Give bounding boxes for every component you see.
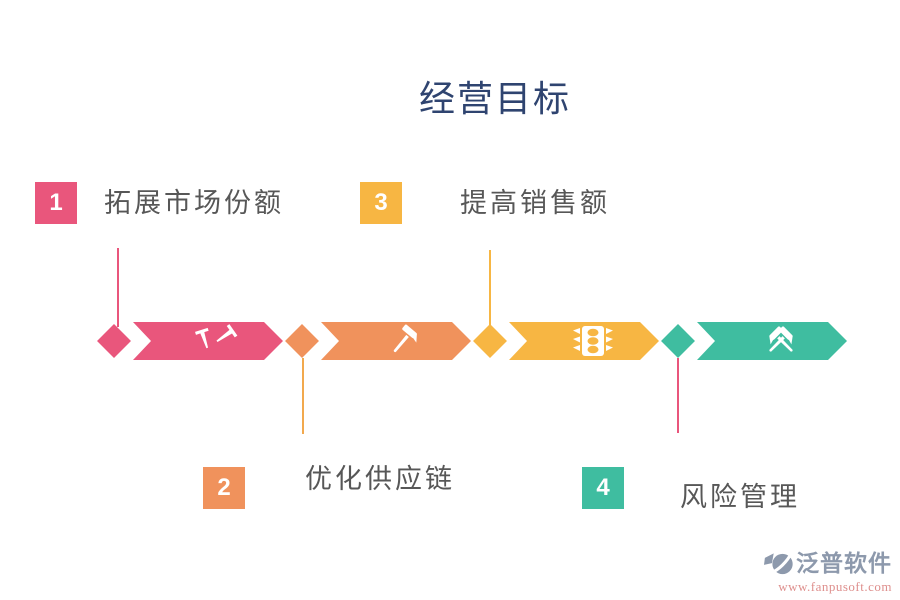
goal-4-connector-line bbox=[677, 358, 679, 433]
goal-4-label: 风险管理 bbox=[680, 482, 800, 512]
chevron-banner-2 bbox=[321, 322, 471, 360]
chevron-banner-4 bbox=[697, 322, 847, 360]
chevron-banner-3 bbox=[509, 322, 659, 360]
goal-2-connector-line bbox=[302, 358, 304, 434]
goal-1-connector-line bbox=[117, 248, 119, 327]
goal-3-label: 提高销售额 bbox=[460, 188, 610, 218]
goal-1-label: 拓展市场份额 bbox=[104, 188, 284, 218]
brand-logo-icon bbox=[764, 550, 794, 575]
goal-2-label: 优化供应链 bbox=[305, 464, 455, 494]
goal-3-number-badge: 3 bbox=[360, 182, 402, 224]
goal-3-connector-line bbox=[489, 250, 491, 327]
diamond-marker-1 bbox=[97, 324, 131, 358]
goal-2-number-badge: 2 bbox=[203, 467, 245, 509]
goal-4-number-badge: 4 bbox=[582, 467, 624, 509]
goal-1-number-badge: 1 bbox=[35, 182, 77, 224]
crossed-hammers-icon bbox=[769, 326, 793, 352]
diamond-marker-2 bbox=[285, 324, 319, 358]
brand-website: www.fanpusoft.com bbox=[778, 579, 892, 594]
chevron-banner-1 bbox=[133, 322, 283, 360]
brand-name: 泛普软件 bbox=[796, 551, 892, 576]
diamond-marker-4 bbox=[661, 324, 695, 358]
hammer-icon bbox=[393, 324, 417, 353]
brand-footer: 泛普软件 www.fanpusoft.com bbox=[764, 549, 892, 594]
page-title: 经营目标 bbox=[418, 79, 572, 119]
traffic-light-icon bbox=[573, 326, 613, 356]
diamond-marker-3 bbox=[473, 324, 507, 358]
pushpins-icon bbox=[195, 324, 238, 349]
